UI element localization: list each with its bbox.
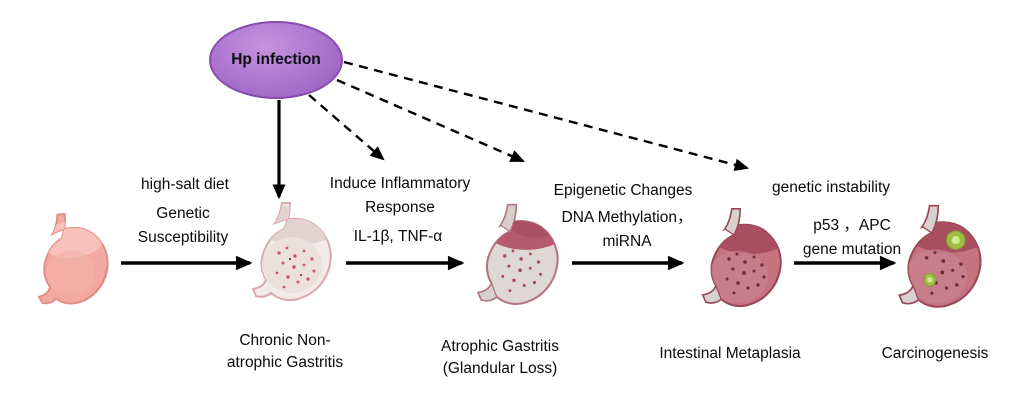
factor-inflammatory-response: Induce Inflammatory Response (329, 175, 471, 217)
stage-label-atrophic-gastritis: Atrophic Gastritis (Glandular Loss) (440, 338, 560, 378)
esophagus-tube (724, 208, 741, 236)
pylorus-tube (898, 284, 920, 305)
esophagus-tube (921, 205, 939, 234)
carcinogenesis-stomach-graphic (898, 204, 982, 308)
factor-genetic-instability: genetic instability (771, 179, 891, 196)
tumor-spots (923, 230, 966, 287)
esophagus-tube (499, 204, 517, 233)
atrophic-gastritis-stomach-graphic (476, 203, 559, 305)
factor-epigenetic-changes: Epigenetic Changes (553, 182, 693, 199)
hp-infection-label: Hp infection (231, 51, 321, 68)
stage-label-chronic-non-atrophic-gastritis: Chronic Non- atrophic Gastritis (226, 332, 344, 372)
gastritis-dots (275, 246, 316, 289)
chronic-gastritis-stomach-illustration (238, 199, 338, 313)
metaplasia-dots (725, 252, 766, 295)
atrophic-dots (501, 249, 543, 293)
chronic-gastritis-stomach-graphic (251, 202, 332, 302)
hp-infection-node: Hp infection (209, 21, 343, 99)
factor-p53-apc-mutation: p53 ，APC gene mutation (802, 217, 902, 259)
factor-dna-methylation-mirna: DNA Methylation， miRNA (561, 209, 693, 251)
intestinal-metaplasia-stomach-illustration (688, 206, 788, 318)
pylorus-tube (477, 281, 498, 302)
factor-il1b-tnfa: IL-1β, TNF-α (353, 228, 443, 245)
hp-dashed-arrow-inflammation (308, 94, 385, 161)
carcinogenesis-stomach-illustration (884, 202, 988, 320)
normal-stomach-graphic (37, 212, 109, 305)
intestinal-metaplasia-stomach-graphic (701, 208, 782, 308)
gastritis-dark-specks (288, 257, 303, 277)
atrophic-gastritis-stomach-illustration (463, 202, 565, 316)
hp-dashed-arrow-epigenetic (336, 78, 525, 163)
factor-genetic-susceptibility: Genetic Susceptibility (137, 205, 229, 247)
stage-label-carcinogenesis: Carcinogenesis (881, 345, 989, 362)
pylorus-tube (702, 284, 722, 304)
hp-dashed-arrow-genetic-instability (343, 60, 750, 172)
factor-high-salt-diet: high-salt diet (141, 176, 229, 193)
stage-label-intestinal-metaplasia: Intestinal Metaplasia (659, 345, 801, 362)
normal-stomach-illustration (15, 207, 121, 318)
